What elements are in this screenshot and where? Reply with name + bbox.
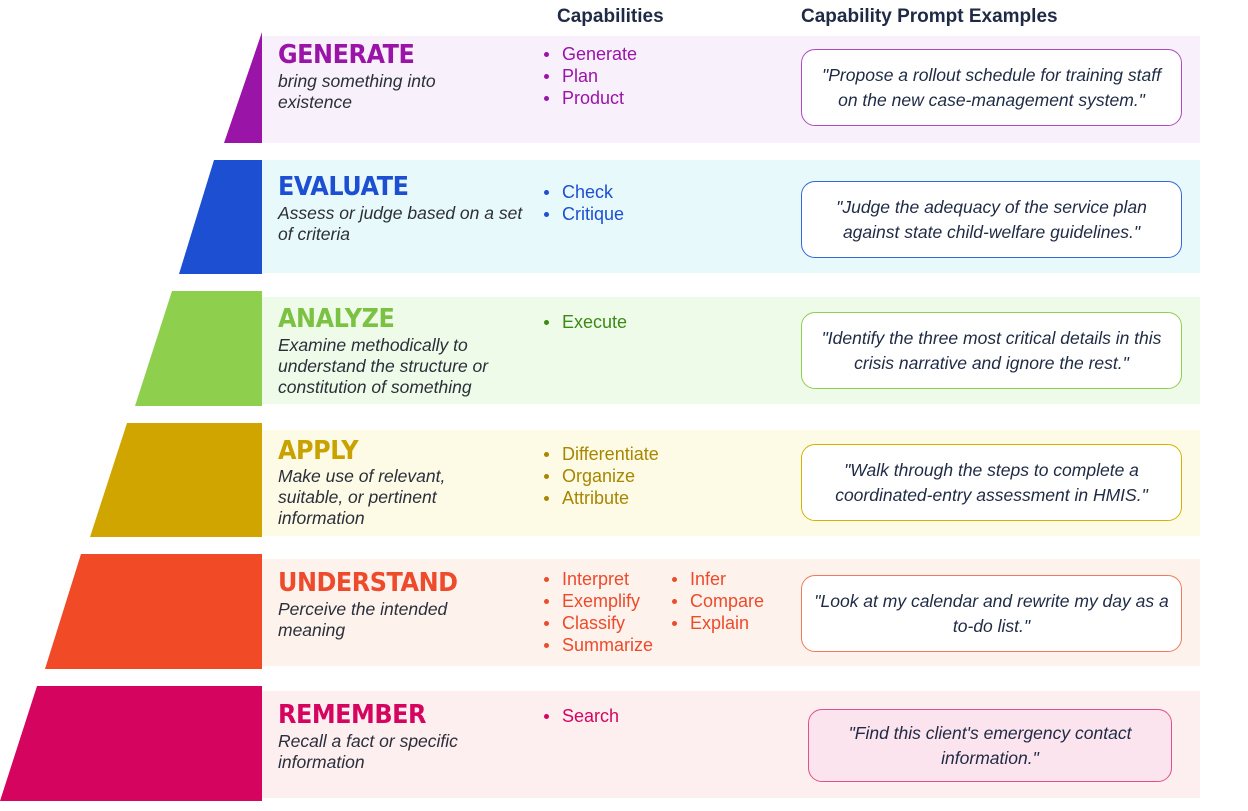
capabilities-header: Capabilities: [557, 6, 664, 27]
pyramid-graphic: [0, 32, 262, 801]
capability-item: Product: [540, 87, 637, 109]
capabilities-list-analyze: Execute: [540, 311, 627, 333]
capabilities-list-understand: Interpret Exemplify Classify Summarize I…: [540, 568, 778, 656]
capabilities-list-generate: Generate Plan Product: [540, 43, 637, 109]
level-title-evaluate: EVALUATE: [278, 172, 409, 202]
pyramid-tier-analyze: [135, 291, 262, 406]
capability-item: Execute: [540, 311, 627, 333]
level-description-evaluate: Assess or judge based on a set of criter…: [278, 203, 523, 244]
capability-item: Search: [540, 705, 619, 727]
level-title-analyze: ANALYZE: [278, 304, 395, 334]
pyramid-tier-evaluate: [179, 160, 262, 274]
capability-item: Exemplify: [540, 590, 668, 612]
pyramid-tier-understand: [45, 554, 262, 669]
level-title-apply: APPLY: [278, 436, 359, 466]
capability-item: Classify: [540, 612, 668, 634]
capability-item: Organize: [540, 465, 659, 487]
prompt-examples-header: Capability Prompt Examples: [801, 6, 1058, 27]
capability-item: Generate: [540, 43, 637, 65]
prompt-example-apply: "Walk through the steps to complete a co…: [801, 444, 1182, 521]
capability-item: Check: [540, 181, 624, 203]
capabilities-list-apply: Differentiate Organize Attribute: [540, 443, 659, 509]
capability-item: Interpret: [540, 568, 668, 590]
level-title-understand: UNDERSTAND: [278, 568, 458, 598]
prompt-example-generate: "Propose a rollout schedule for training…: [801, 49, 1182, 126]
level-description-understand: Perceive the intended meaning: [278, 599, 448, 640]
level-description-analyze: Examine methodically to understand the s…: [278, 335, 489, 397]
level-description-remember: Recall a fact or specific information: [278, 731, 458, 772]
level-title-remember: REMEMBER: [278, 700, 427, 730]
level-title-generate: GENERATE: [278, 40, 415, 70]
prompt-example-understand: "Look at my calendar and rewrite my day …: [801, 575, 1182, 652]
prompt-example-evaluate: "Judge the adequacy of the service plan …: [801, 181, 1182, 258]
capabilities-list-remember: Search: [540, 705, 619, 727]
capability-item: Explain: [668, 612, 778, 634]
capability-item: Attribute: [540, 487, 659, 509]
capability-item: Critique: [540, 203, 624, 225]
capability-item: Differentiate: [540, 443, 659, 465]
capabilities-list-evaluate: Check Critique: [540, 181, 624, 225]
prompt-example-analyze: "Identify the three most critical detail…: [801, 312, 1182, 389]
capability-item: Compare: [668, 590, 778, 612]
pyramid-tier-generate: [224, 32, 262, 143]
pyramid-tier-remember: [0, 686, 262, 801]
capability-item: Plan: [540, 65, 637, 87]
capability-item: Infer: [668, 568, 778, 590]
level-description-apply: Make use of relevant, suitable, or perti…: [278, 466, 446, 528]
level-description-generate: bring something into existence: [278, 71, 436, 112]
prompt-example-remember: "Find this client's emergency contact in…: [808, 709, 1172, 782]
capability-item: Summarize: [540, 634, 668, 656]
pyramid-tier-apply: [90, 423, 262, 537]
